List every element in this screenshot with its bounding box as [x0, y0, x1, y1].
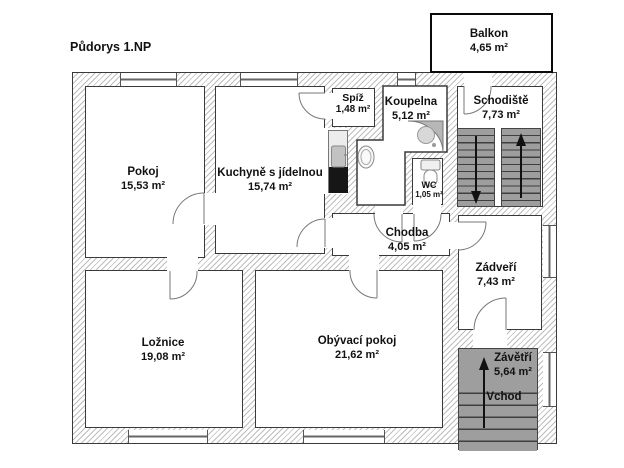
sink-icon — [331, 145, 348, 168]
door-zadveri — [457, 221, 487, 251]
shower-icon — [407, 120, 444, 154]
door-balcony — [463, 85, 492, 115]
window — [543, 225, 556, 278]
stairs-up-arrow — [516, 133, 526, 198]
window — [128, 430, 208, 443]
window — [120, 73, 177, 86]
door-opening-kuchyne — [323, 218, 335, 248]
window — [543, 352, 556, 407]
room-koupelna — [356, 85, 448, 206]
window — [303, 430, 385, 443]
door-opening-wc — [413, 203, 441, 215]
door-opening-entrance — [473, 328, 507, 350]
stove — [329, 167, 348, 193]
door-spiz — [298, 92, 326, 120]
door-obyvaci — [349, 269, 378, 299]
window — [397, 73, 416, 86]
room-loznice — [85, 270, 243, 428]
entrance-arrow — [479, 357, 489, 428]
toilet-icon — [420, 159, 441, 187]
door-pokoj — [172, 192, 205, 225]
balcony-outline — [430, 13, 553, 73]
door-loznice — [169, 270, 198, 300]
room-pokoj — [85, 86, 205, 258]
door-opening-obyvaci — [349, 255, 379, 272]
porch-zavetri — [458, 348, 538, 451]
door-kuchyne-chodba — [296, 218, 326, 248]
door-opening-pokoj — [203, 193, 217, 225]
door-wc — [413, 213, 442, 242]
porch-steps — [459, 382, 537, 451]
door-opening-zadveri — [448, 222, 460, 249]
door-opening-spiz — [323, 93, 334, 119]
room-obyvaci — [255, 270, 443, 428]
door-entrance — [473, 297, 507, 331]
door-opening-balcony — [464, 73, 492, 88]
door-opening-loznice — [167, 256, 198, 272]
plan-title: Půdorys 1.NP — [70, 40, 152, 54]
washbasin-icon — [357, 145, 375, 169]
door-opening-koupelna — [375, 203, 403, 215]
label-vchod: Vchod — [486, 391, 522, 403]
window — [240, 73, 298, 86]
room-zadveri — [458, 215, 542, 330]
door-koupelna — [373, 213, 403, 243]
stairs-down-arrow — [471, 136, 481, 204]
